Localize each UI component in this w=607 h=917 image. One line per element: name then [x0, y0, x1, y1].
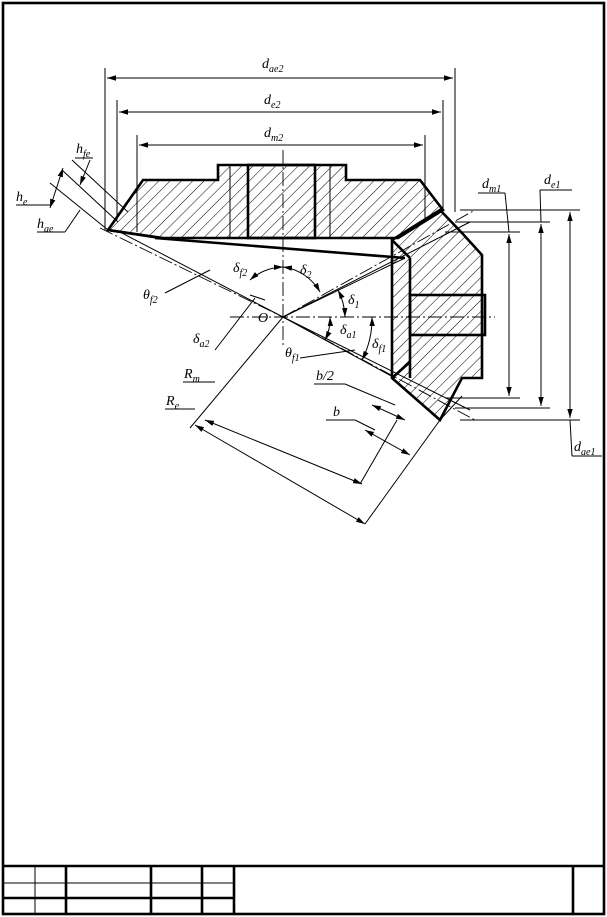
label-theta-f2: θf2 [143, 288, 158, 306]
dim-tooth-heights [16, 157, 129, 233]
gear-1-body [390, 208, 487, 423]
label-delta-1: δ1 [348, 293, 360, 311]
dim-gear2-diameters [104, 68, 456, 232]
gear-2-body [105, 163, 445, 260]
label-r-m: Rm [183, 367, 200, 385]
labels: dae2 de2 dm2 hfe he hae dm1 de1 dae1 δf2… [16, 57, 595, 458]
label-b-half: b/2 [316, 369, 334, 384]
label-d-e2: de2 [264, 93, 280, 111]
dim-cone-distances [165, 316, 441, 525]
label-theta-f1: θf1 [285, 346, 300, 364]
label-d-m2: dm2 [264, 126, 283, 144]
label-delta-2: δ2 [300, 263, 312, 281]
label-b: b [333, 405, 340, 420]
label-d-m1: dm1 [482, 177, 501, 195]
label-h-e: he [16, 190, 28, 208]
label-h-fe: hfe [76, 142, 91, 160]
label-delta-f2: δf2 [233, 261, 247, 279]
label-delta-a1: δa1 [340, 323, 357, 341]
angle-arcs [164, 264, 375, 361]
label-delta-f1: δf1 [372, 337, 386, 355]
label-h-ae: hae [37, 217, 54, 235]
dim-gear1-diameters [445, 189, 602, 457]
label-d-ae1: dae1 [574, 440, 595, 458]
label-origin: O [258, 311, 268, 326]
label-delta-a2: δa2 [193, 332, 210, 350]
label-r-e: Re [165, 394, 180, 412]
title-block [3, 864, 604, 914]
label-d-ae2: dae2 [262, 57, 283, 75]
label-d-e1: de1 [544, 173, 560, 191]
